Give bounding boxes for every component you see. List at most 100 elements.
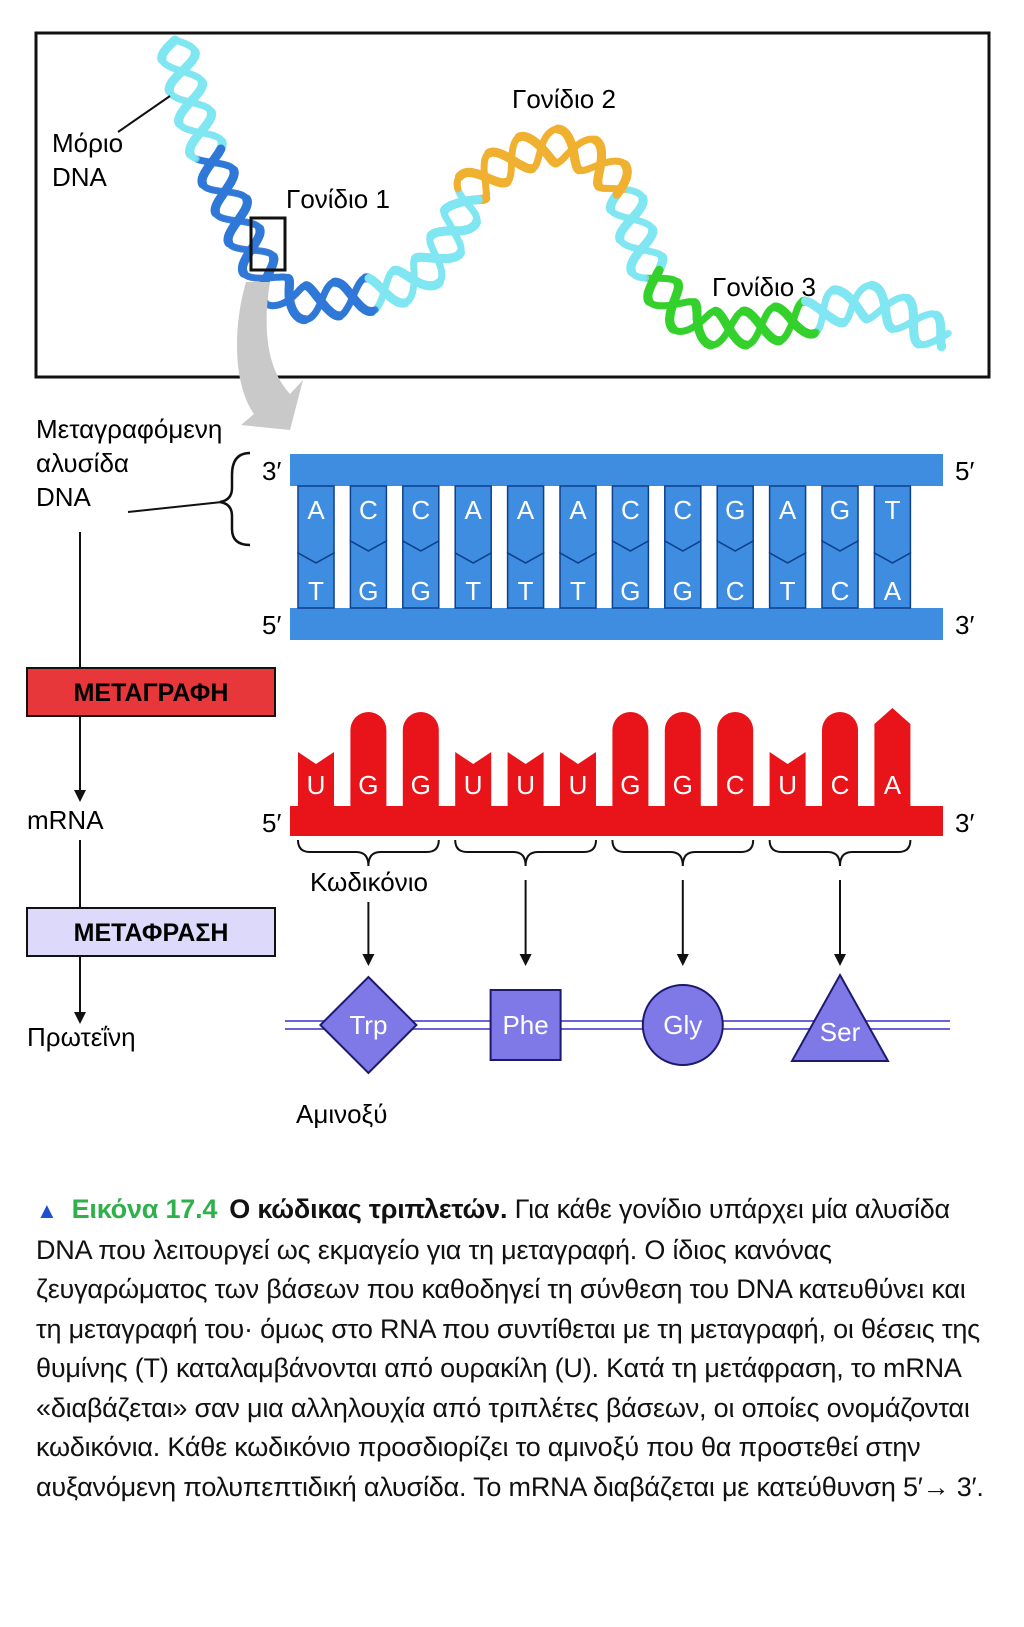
amino-acid-shape: [318, 975, 418, 1075]
helix-segment: [176, 66, 187, 77]
strand-brace: [219, 451, 251, 547]
dna-bottom-base-letter: C: [831, 576, 850, 606]
helix-segment: [649, 273, 660, 285]
dna-bottom-base: [349, 539, 388, 609]
amino-acid-shape: [641, 984, 724, 1066]
amino-acid-name: Gly: [663, 1010, 702, 1040]
mrna-base: [455, 752, 492, 808]
transcription-label: ΜΕΤΑΓΡΑΦΗ: [74, 679, 229, 707]
mrna-base-letter: U: [464, 770, 483, 800]
dna-bottom-backbone: [290, 608, 943, 640]
helix-segment: [169, 35, 180, 46]
dna-bottom-base-letter: G: [411, 576, 431, 606]
diagram-canvas: Μόριο DNA Γονίδιο 1 Γονίδιο 2 Γονίδιο 3 …: [26, 31, 991, 1129]
dna-bottom-base-letter: A: [884, 576, 902, 606]
dna-top-base-letter: A: [569, 495, 587, 525]
codon-brace: [768, 839, 912, 867]
helix-segment: [261, 272, 272, 284]
dna-top-base-letter: C: [359, 495, 378, 525]
dna-top-base-letter: G: [725, 495, 745, 525]
dna-bottom-base-letter: T: [465, 576, 481, 606]
dna-bottom-base: [821, 539, 859, 609]
amino-acid-name: Phe: [502, 1010, 548, 1040]
dna-bottom-base: [768, 551, 807, 609]
helix-segment: [626, 213, 638, 225]
dna-bottom-base: [664, 539, 702, 609]
dna-bottom-base: [454, 551, 492, 609]
strand-brace-leader: [127, 501, 223, 513]
mrna-right-end: 3′: [955, 808, 974, 838]
codon-braces: [297, 839, 912, 966]
protein-label: Πρωτεΐνη: [27, 1022, 136, 1052]
helix-segment: [944, 329, 952, 338]
amino-acid-name: Trp: [349, 1010, 387, 1040]
dna-top-base-letter: G: [830, 495, 850, 525]
dna-bottom-base-letter: C: [726, 576, 745, 606]
amino-acid-label: Αμινοξύ: [296, 1099, 387, 1129]
dna-bottom-base: [506, 551, 545, 609]
helix-segment: [479, 171, 491, 182]
zoom-box: [249, 216, 287, 272]
dna-top-base-letter: A: [465, 495, 483, 525]
helix-segment: [535, 142, 547, 153]
amino-acid-shape: [790, 972, 890, 1062]
dna-double-helix: [157, 35, 952, 352]
codon-brace: [454, 839, 597, 867]
zoom-arrow: [236, 282, 303, 430]
helix-segment: [347, 291, 358, 303]
gene3-label: Γονίδιο 3: [712, 272, 816, 302]
mrna-base: [664, 712, 701, 808]
dna-top-left-end: 3′: [262, 456, 281, 486]
mrna-base-letter: U: [307, 770, 326, 800]
dna-bottom-base-letter: G: [358, 576, 378, 606]
mrna-base: [350, 712, 387, 808]
dna-molecule-label-line1: Μόριο: [52, 128, 123, 158]
dna-top-base-letter: C: [673, 495, 692, 525]
dna-bottom-base: [559, 551, 597, 609]
mrna-base-letter: G: [411, 770, 431, 800]
mrna-base-letter: U: [516, 770, 535, 800]
codon-brace: [611, 839, 755, 867]
template-label-line3: DNA: [36, 482, 92, 512]
codon-label: Κωδικόνιο: [310, 867, 428, 897]
dna-bottom-left-end: 5′: [262, 610, 281, 640]
helix-segment: [195, 127, 206, 139]
mrna-base: [769, 752, 806, 808]
dna-top-base-letter: A: [517, 495, 535, 525]
amino-acid-shape: [489, 989, 562, 1061]
helix-segment: [185, 96, 196, 108]
mrna-base-letter: G: [620, 770, 640, 800]
mrna-base-letter: G: [358, 770, 378, 800]
helix-segment: [723, 323, 735, 335]
mrna-base: [822, 712, 858, 808]
transcription-box: [26, 667, 276, 717]
template-label-line2: αλυσίδα: [36, 448, 129, 478]
translation-box: [26, 907, 276, 957]
dna-top-base-letter: C: [621, 495, 640, 525]
caption-figure-number: Εικόνα 17.4: [71, 1194, 218, 1224]
mrna-backbone: [290, 806, 943, 836]
mrna-base: [717, 712, 754, 808]
dna-bottom-right-end: 3′: [955, 610, 974, 640]
helix-segment: [668, 299, 678, 310]
dna-top-backbone: [290, 454, 943, 486]
helix-segment: [615, 183, 626, 195]
dna-top-base-letter: A: [307, 495, 325, 525]
mrna-base: [612, 712, 649, 808]
dna-bottom-base: [873, 551, 912, 609]
dna-bottom-base: [402, 539, 440, 609]
helix-segment: [231, 215, 243, 228]
dna-bottom-base: [716, 539, 754, 609]
dna-bottom-base: [611, 539, 650, 609]
helix-segment: [378, 285, 390, 297]
helix-segment: [315, 295, 326, 307]
helix-segment: [755, 319, 766, 331]
dna-top-base-letter: C: [411, 495, 430, 525]
mrna-base: [507, 752, 544, 808]
translation-label: ΜΕΤΑΦΡΑΣΗ: [74, 919, 229, 947]
codon-brace: [297, 839, 440, 867]
gene1-label: Γονίδιο 1: [286, 184, 390, 214]
